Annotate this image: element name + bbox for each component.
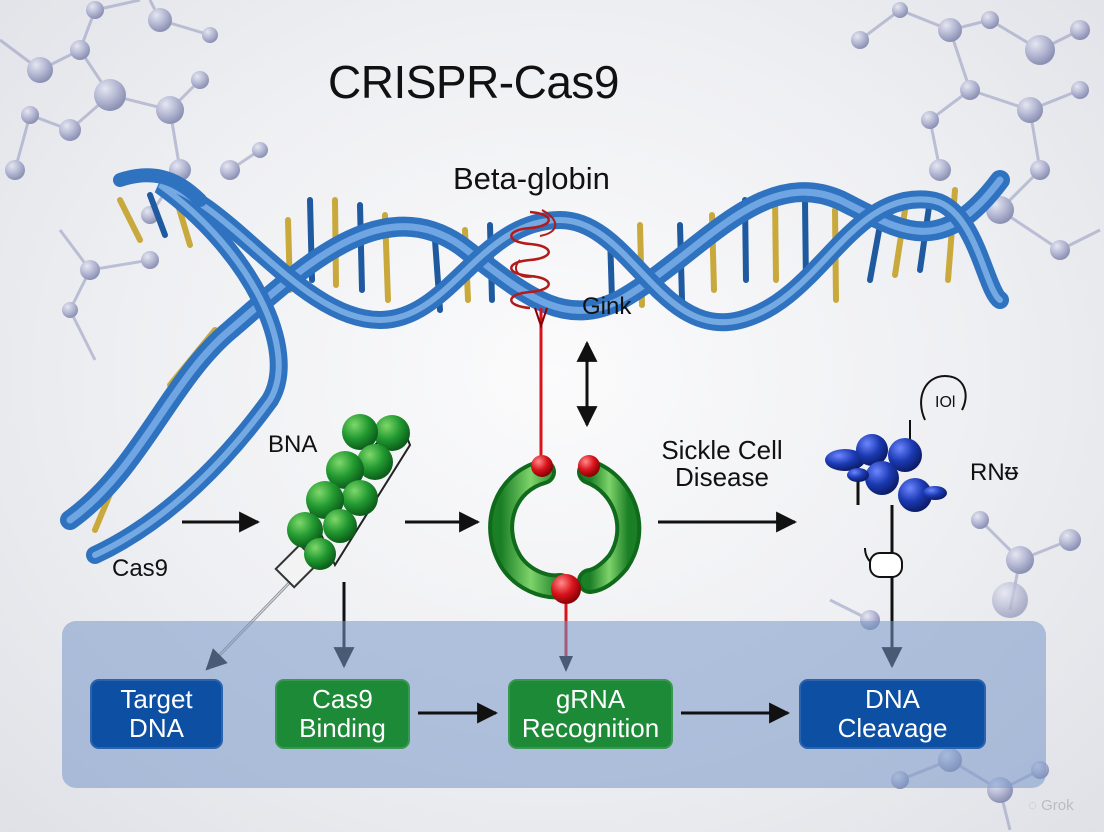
grok-watermark: ◌ Grok xyxy=(1028,797,1074,814)
step-dna-cleavage: DNA Cleavage xyxy=(799,679,986,749)
step-grna-recognition-line1: gRNA xyxy=(555,684,626,714)
cas9-label: Cas9 xyxy=(112,555,169,582)
sickle-cell-line2: Disease xyxy=(675,462,769,493)
grok-icon: ◌ xyxy=(1028,797,1042,814)
watermark-text: Grok xyxy=(1041,797,1074,814)
sickle-cell-line1: Sickle Cell xyxy=(661,435,783,465)
beta-globin-label: Beta-globin xyxy=(453,161,610,196)
rna-label: RNᵿ xyxy=(970,459,1019,486)
step-dna-cleavage-line1: DNA xyxy=(865,684,920,714)
step-grna-recognition: gRNA Recognition xyxy=(508,679,673,749)
step-cas9-binding-line1: Cas9 xyxy=(312,684,373,714)
step-grna-recognition-line2: Recognition xyxy=(521,713,660,743)
step-cas9-binding-line2: Binding xyxy=(299,713,386,743)
iol-label: IOl xyxy=(935,394,956,411)
step-cas9-binding: Cas9 Binding xyxy=(275,679,410,749)
dna-double-helix xyxy=(60,168,1010,564)
step-dna-cleavage-line2: Cleavage xyxy=(837,713,948,743)
step-target-dna: Target DNA xyxy=(90,679,223,749)
cas9-ring xyxy=(488,455,642,672)
diagram-title: CRISPR-Cas9 xyxy=(328,56,620,108)
bna-molecule xyxy=(208,414,412,667)
step-target-dna-line1: Target xyxy=(120,684,193,714)
rna-protein-cluster xyxy=(825,374,967,585)
beta-globin-marker xyxy=(510,209,557,460)
sickle-cell-label: Sickle Cell Disease xyxy=(652,435,792,493)
gink-label: Gink xyxy=(582,293,632,320)
bna-label: BNA xyxy=(268,431,318,458)
step-target-dna-line2: DNA xyxy=(129,713,184,743)
